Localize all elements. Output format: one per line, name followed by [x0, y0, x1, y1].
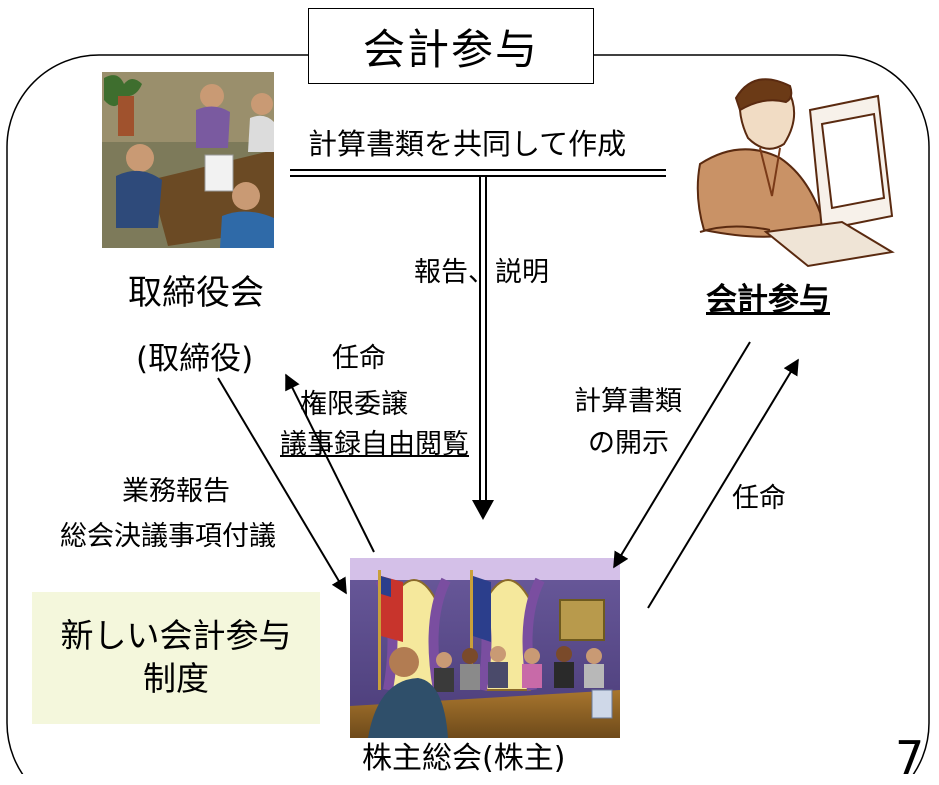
title-box: 会計参与	[308, 8, 594, 84]
note-box: 新しい会計参与 制度	[32, 592, 320, 724]
board-label: 取締役会	[128, 273, 264, 313]
agenda-label: 総会決議事項付議	[60, 521, 276, 552]
accounting-advisor-label: 会計参与	[706, 282, 830, 318]
disclosure-arrow	[613, 341, 751, 569]
disclosure-label-line2: の開示	[588, 428, 669, 459]
report-explain-label: 報告、説明	[414, 257, 549, 288]
board-meeting-illustration	[102, 72, 274, 248]
appoint-label-left: 任命	[332, 343, 386, 374]
shareholders-meeting-illustration	[350, 558, 620, 738]
note-line1: 新しい会計参与	[60, 616, 292, 656]
shareholders-meeting-label: 株主総会(株主)	[362, 741, 566, 776]
joint-prep-label: 計算書類を共同して作成	[308, 127, 627, 161]
disclosure-label-line1: 計算書類	[574, 386, 682, 417]
note-line2: 制度	[143, 659, 209, 698]
business-report-arrow	[217, 377, 347, 595]
business-report-label: 業務報告	[122, 476, 230, 507]
page-number: 7	[895, 731, 925, 785]
appoint-advisor-arrow	[647, 358, 799, 609]
minutes-label: 議事録自由閲覧	[280, 429, 469, 460]
page-title: 会計参与	[362, 24, 539, 74]
directors-label: (取締役)	[136, 341, 254, 377]
appoint-label-right: 任命	[732, 483, 786, 514]
report-arrowhead	[472, 500, 494, 520]
delegation-label: 権限委譲	[300, 389, 408, 420]
appoint-board-arrow	[285, 373, 375, 553]
accounting-advisor-illustration	[696, 78, 895, 268]
